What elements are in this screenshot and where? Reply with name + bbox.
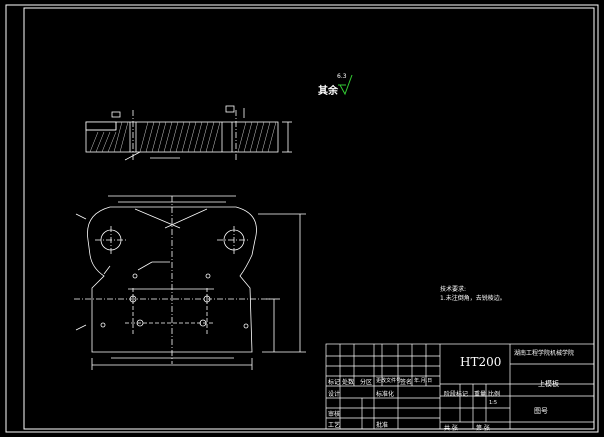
tech-req-line: 1.未注倒角，去锐棱边。 — [440, 295, 506, 302]
tb-std: 标准化 — [376, 391, 395, 398]
surface-note-label: 其余 — [318, 86, 338, 97]
drawing-no-label: 图号 — [534, 407, 548, 415]
tb-sheet-no: 第 张 — [476, 425, 490, 432]
tb-process: 工艺 — [328, 422, 341, 429]
tb-date: 年.月.日 — [414, 378, 433, 384]
title-block — [325, 343, 595, 430]
tb-mark: 标记 — [328, 379, 341, 386]
tb-sign: 签名 — [400, 379, 413, 386]
tb-stage: 阶段标记 — [444, 391, 469, 398]
inner-frame — [23, 7, 595, 430]
section-view — [85, 105, 292, 161]
tb-count: 处数 — [342, 379, 355, 386]
tb-approve: 批准 — [376, 422, 389, 429]
tb-zone: 分区 — [360, 379, 373, 386]
company-label: 湖南工程学院机械学院 — [514, 350, 575, 357]
tb-review: 审核 — [328, 411, 341, 418]
roughness-symbol — [338, 74, 353, 96]
tb-weight: 重量 — [474, 391, 487, 398]
tech-req-title: 技术要求: — [440, 286, 467, 293]
part-name-label: 上模板 — [538, 380, 559, 388]
tb-sheet-total: 共 张 — [444, 425, 458, 432]
outer-frame — [5, 4, 599, 433]
material-label: HT200 — [460, 355, 502, 369]
tb-change: 更改文件号 — [376, 378, 402, 384]
scale-value: 1:5 — [489, 400, 498, 406]
surface-note-value: 6.3 — [337, 73, 347, 80]
tb-designer: 设计 — [328, 391, 341, 398]
plan-view — [74, 195, 306, 370]
tb-ratio: 比例 — [488, 391, 501, 398]
